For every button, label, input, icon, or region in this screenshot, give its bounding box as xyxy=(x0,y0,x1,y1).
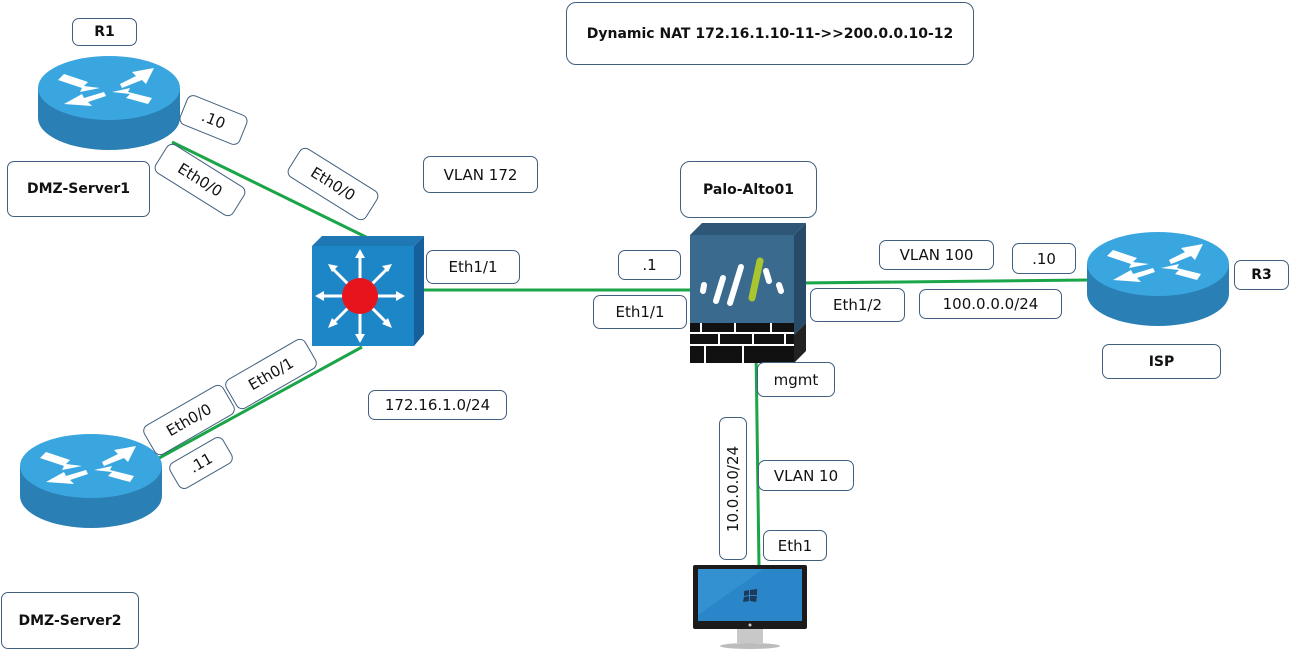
palo-alto-name-label: Palo-Alto01 xyxy=(680,161,817,218)
switch-iface-fw-label: Eth1/1 xyxy=(426,250,520,284)
mgmt-label: mgmt xyxy=(757,362,835,397)
link-r1-switch xyxy=(171,140,369,240)
vlan10-label: VLAN 10 xyxy=(758,460,854,491)
router-r1-icon[interactable] xyxy=(36,52,182,154)
vlan100-label: VLAN 100 xyxy=(879,240,994,270)
subnet10-label: 10.0.0.0/24 xyxy=(719,417,747,560)
fw-iface-switch-label: Eth1/1 xyxy=(593,295,687,329)
subnet10-text: 10.0.0.0/24 xyxy=(724,445,743,532)
link-firewall-r3 xyxy=(799,278,1089,285)
r3-ip-label: .10 xyxy=(1012,243,1076,274)
fw-iface-isp-label: Eth1/2 xyxy=(810,288,905,322)
dmz-server2-label: DMZ-Server2 xyxy=(1,592,139,649)
windows-pc-monitor-icon[interactable] xyxy=(693,565,807,650)
pc-iface-label: Eth1 xyxy=(763,530,827,561)
subnet172-label: 172.16.1.0/24 xyxy=(368,390,507,420)
link-firewall-pc xyxy=(754,349,761,567)
router-dmz2-icon[interactable] xyxy=(18,430,164,532)
fw-ip-label: .1 xyxy=(618,250,681,280)
subnet100-label: 100.0.0.0/24 xyxy=(919,289,1062,319)
isp-label: ISP xyxy=(1102,344,1221,379)
palo-alto-firewall-icon[interactable] xyxy=(690,223,810,363)
nat-title-box: Dynamic NAT 172.16.1.10-11->>200.0.0.10-… xyxy=(566,2,974,65)
r3-name-label: R3 xyxy=(1234,260,1289,290)
router-r3-icon[interactable] xyxy=(1085,228,1231,330)
dmz-server1-label: DMZ-Server1 xyxy=(7,161,150,217)
link-switch-dmz2 xyxy=(149,345,363,465)
layer3-switch-icon[interactable] xyxy=(312,236,424,346)
vlan172-label: VLAN 172 xyxy=(423,156,538,193)
r1-name-label: R1 xyxy=(72,18,137,46)
